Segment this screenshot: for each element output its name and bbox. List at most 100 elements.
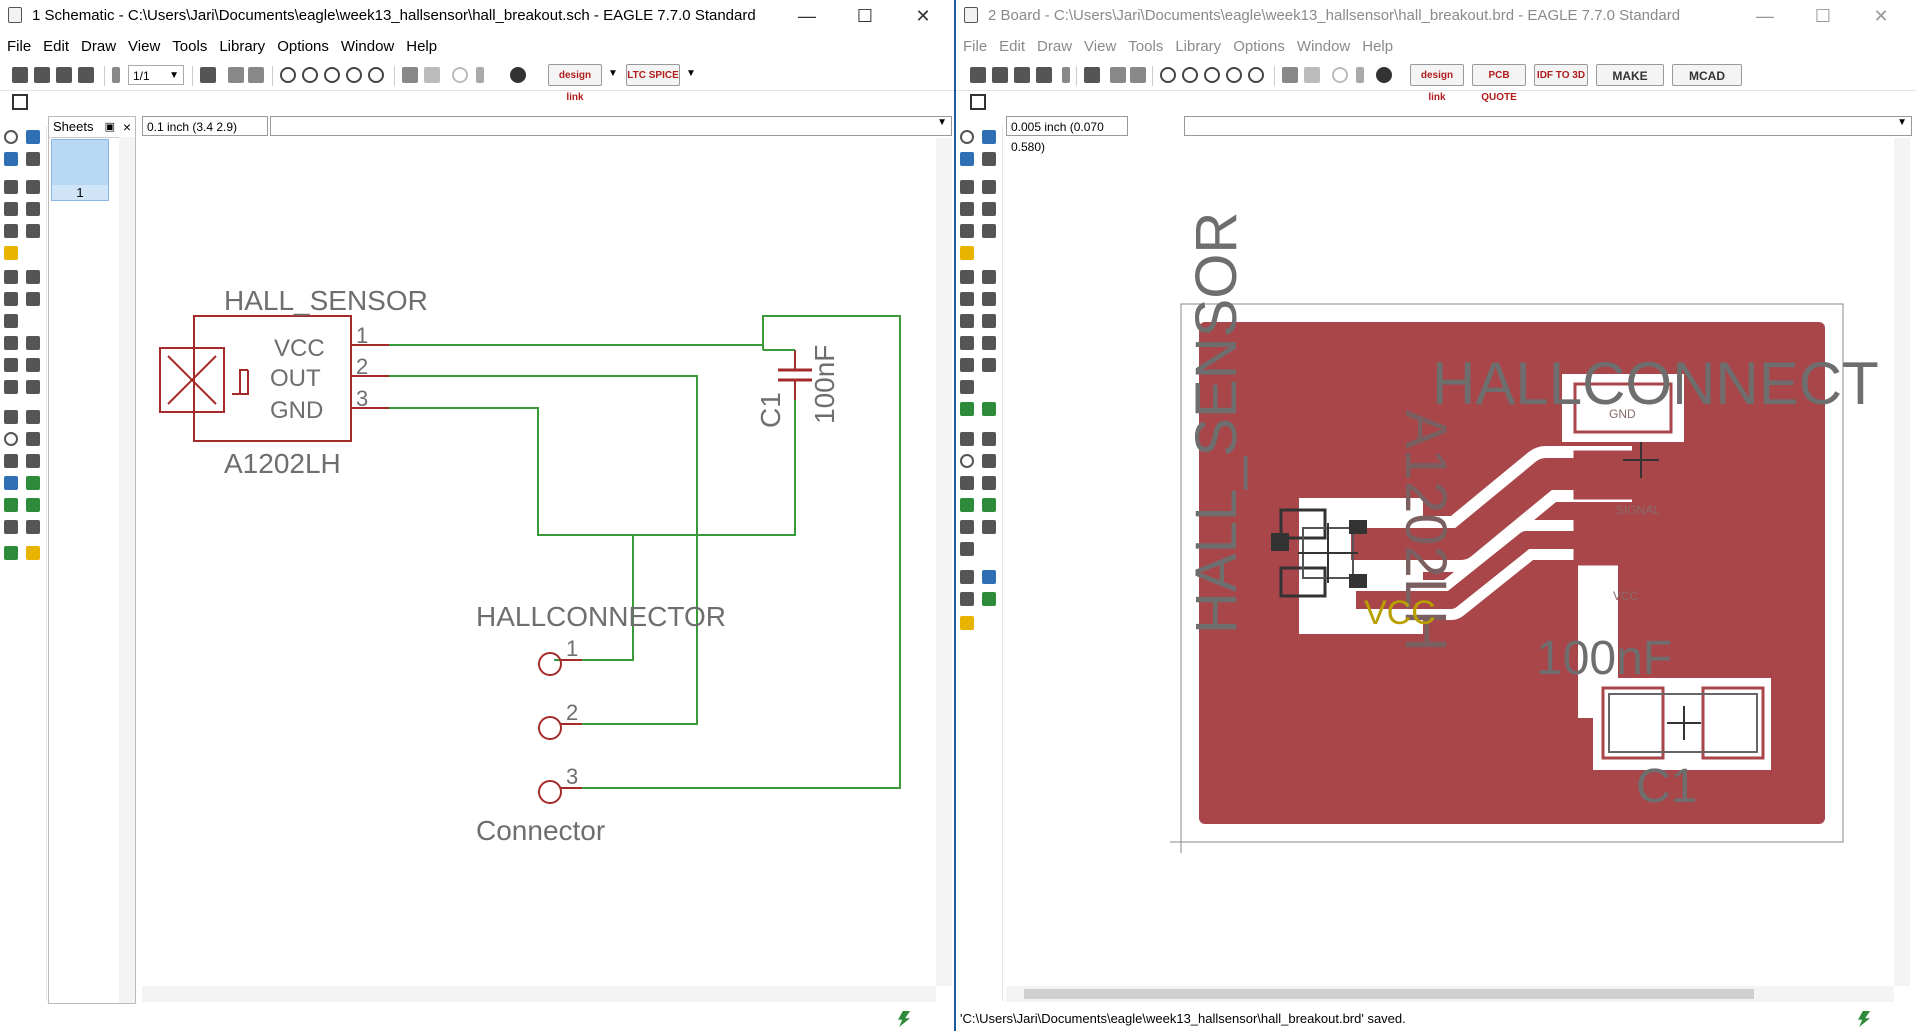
stop-icon[interactable] (452, 67, 468, 83)
menu-file[interactable]: File (7, 38, 32, 55)
close-button[interactable]: ✕ (1873, 6, 1889, 26)
grid-icon[interactable] (970, 94, 986, 110)
mark-icon[interactable] (982, 152, 996, 166)
grid-icon[interactable] (12, 94, 28, 110)
horizontal-scrollbar[interactable] (142, 986, 936, 1002)
copy-icon[interactable] (26, 180, 40, 194)
replace-icon[interactable] (26, 292, 40, 306)
zoom-in-icon[interactable] (302, 67, 318, 83)
mirror-icon[interactable] (4, 202, 18, 216)
scroll-thumb[interactable] (1024, 989, 1754, 999)
menu-library[interactable]: Library (1175, 38, 1222, 55)
menu-library[interactable]: Library (219, 38, 266, 55)
design-link-button[interactable]: design link (1410, 64, 1464, 103)
sheets-scrollbar[interactable] (119, 137, 135, 1003)
menu-options[interactable]: Options (1233, 38, 1285, 55)
add-icon[interactable] (982, 270, 996, 284)
display-icon[interactable] (4, 152, 18, 166)
menu-help[interactable]: Help (1362, 38, 1394, 55)
display-icon[interactable] (960, 152, 974, 166)
zoom-select-icon[interactable] (1248, 67, 1264, 83)
maximize-button[interactable]: ☐ (1814, 6, 1832, 26)
info-icon[interactable] (960, 130, 974, 144)
junction-icon[interactable] (4, 498, 18, 512)
attribute-icon[interactable] (982, 520, 996, 534)
bus-icon[interactable] (4, 476, 18, 490)
zoom-select-icon[interactable] (368, 67, 384, 83)
open-icon[interactable] (12, 67, 28, 83)
pinswap-icon[interactable] (4, 292, 18, 306)
menu-edit[interactable]: Edit (43, 38, 70, 55)
open-icon[interactable] (970, 67, 986, 83)
cam-icon[interactable] (78, 67, 94, 83)
wire-icon[interactable] (4, 410, 18, 424)
warning-icon[interactable] (960, 616, 974, 630)
gateswap-icon[interactable] (4, 314, 18, 328)
menu-tools[interactable]: Tools (1128, 38, 1164, 55)
meander-icon[interactable] (960, 380, 974, 394)
miter-icon[interactable] (982, 336, 996, 350)
zoom-out-icon[interactable] (1204, 67, 1220, 83)
circle-icon[interactable] (960, 454, 974, 468)
name-icon[interactable] (4, 336, 18, 350)
menu-file[interactable]: File (963, 38, 988, 55)
move-icon[interactable] (960, 180, 974, 194)
split-icon[interactable] (960, 358, 974, 372)
redraw-icon[interactable] (346, 67, 362, 83)
menu-draw[interactable]: Draw (1037, 38, 1073, 55)
move-icon[interactable] (4, 180, 18, 194)
close-icon[interactable]: × (122, 119, 131, 135)
maximize-button[interactable]: ☐ (856, 6, 874, 26)
zoom-fit-icon[interactable] (1160, 67, 1176, 83)
dimension-icon[interactable] (26, 520, 40, 534)
idf-to-3d-button[interactable]: IDF TO 3D (1534, 64, 1588, 86)
rotate-icon[interactable] (982, 202, 996, 216)
save-icon[interactable] (992, 67, 1008, 83)
go-icon[interactable] (898, 1011, 910, 1027)
zoom-fit-icon[interactable] (280, 67, 296, 83)
menu-edit[interactable]: Edit (999, 38, 1026, 55)
undo-icon[interactable] (402, 67, 418, 83)
print-icon[interactable] (56, 67, 72, 83)
via-icon[interactable] (960, 498, 974, 512)
menu-view[interactable]: View (1084, 38, 1117, 55)
circle-icon[interactable] (4, 432, 18, 446)
show-icon[interactable] (982, 130, 996, 144)
help-icon[interactable] (510, 67, 526, 83)
erc-icon[interactable] (960, 592, 974, 606)
ltc-spice-button[interactable]: LTC SPICE (626, 64, 680, 86)
redo-icon[interactable] (424, 67, 440, 83)
warning-icon[interactable] (26, 546, 40, 560)
chevron-down-icon[interactable]: ▼ (686, 68, 696, 79)
value-icon[interactable] (26, 336, 40, 350)
change-icon[interactable] (26, 224, 40, 238)
mark-icon[interactable] (26, 152, 40, 166)
wire-icon[interactable] (960, 432, 974, 446)
help-icon[interactable] (1376, 67, 1392, 83)
go-icon[interactable] (1356, 67, 1364, 83)
show-icon[interactable] (26, 130, 40, 144)
smash-icon[interactable] (960, 336, 974, 350)
group-icon[interactable] (4, 224, 18, 238)
rect-icon[interactable] (4, 454, 18, 468)
change-icon[interactable] (982, 224, 996, 238)
schematic-canvas[interactable]: HALL_SENSOR A1202LH VCC OUT GND 1 2 3 C1… (142, 138, 938, 986)
hole-icon[interactable] (960, 520, 974, 534)
sheet-icon[interactable] (112, 67, 120, 83)
split-icon[interactable] (4, 380, 18, 394)
polygon-icon[interactable] (26, 454, 40, 468)
vertical-scrollbar[interactable] (1894, 138, 1910, 986)
mirror-icon[interactable] (960, 202, 974, 216)
save-icon[interactable] (34, 67, 50, 83)
undo-icon[interactable] (1282, 67, 1298, 83)
route-icon[interactable] (960, 402, 974, 416)
menu-window[interactable]: Window (1296, 38, 1351, 55)
optimize-icon[interactable] (982, 358, 996, 372)
menu-view[interactable]: View (128, 38, 161, 55)
minimize-button[interactable]: — (1756, 6, 1774, 26)
drc-icon[interactable] (982, 592, 996, 606)
delete-icon[interactable] (960, 270, 974, 284)
close-button[interactable]: ✕ (915, 6, 931, 26)
print-icon[interactable] (1014, 67, 1030, 83)
delete-icon[interactable] (4, 270, 18, 284)
